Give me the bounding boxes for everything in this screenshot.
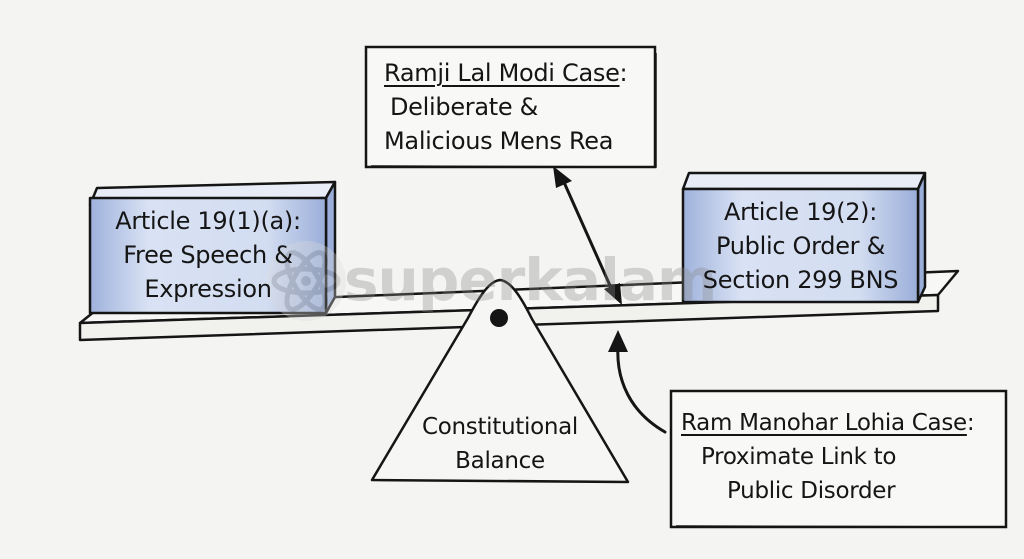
curved-arrow bbox=[608, 330, 667, 434]
left-block-title: Article 19(1)(a): bbox=[115, 207, 301, 235]
fulcrum-triangle bbox=[370, 278, 630, 484]
left-block-line-2: Expression bbox=[144, 275, 272, 303]
bottom-case-title: Ram Manohar Lohia Case bbox=[681, 410, 967, 436]
right-block-title: Article 19(2): bbox=[723, 198, 878, 226]
fulcrum-line-1: Constitutional bbox=[421, 414, 579, 440]
right-block-line-2: Section 299 BNS bbox=[702, 266, 899, 294]
double-arrow bbox=[553, 166, 622, 305]
pivot-dot bbox=[490, 309, 508, 327]
left-block-label: Article 19(1)(a): Free Speech & Expressi… bbox=[90, 204, 326, 306]
right-article-block bbox=[681, 171, 927, 304]
bottom-case-line-2: Public Disorder bbox=[727, 478, 896, 504]
right-block-line-1: Public Order & bbox=[715, 232, 885, 260]
bottom-case-line-1: Proximate Link to bbox=[701, 444, 897, 470]
right-block-label: Article 19(2): Public Order & Section 29… bbox=[683, 195, 918, 297]
top-case-title: Ramji Lal Modi Case bbox=[384, 59, 620, 87]
left-block-line-1: Free Speech & bbox=[123, 241, 293, 269]
top-case-line-1: Deliberate & bbox=[390, 93, 539, 121]
top-case-line-2: Malicious Mens Rea bbox=[384, 127, 614, 155]
fulcrum-label: Constitutional Balance bbox=[400, 410, 600, 478]
fulcrum-line-2: Balance bbox=[455, 448, 545, 474]
top-case-label: Ramji Lal Modi Case: Deliberate & Malici… bbox=[384, 56, 650, 158]
bottom-case-label: Ram Manohar Lohia Case: Proximate Link t… bbox=[681, 406, 1003, 508]
left-article-block bbox=[88, 180, 337, 315]
atom-icon bbox=[266, 241, 346, 321]
top-case-box bbox=[364, 45, 657, 169]
